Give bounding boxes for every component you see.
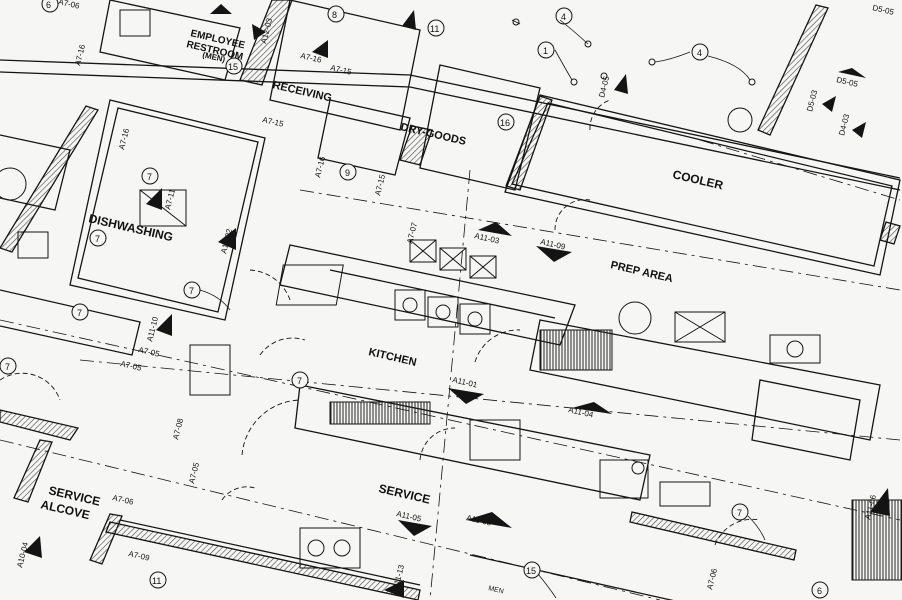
reference-codes: A7-06 A12-03 A7-16 A7-15 A7-15 A7-16 D5-… — [15, 0, 895, 595]
ref-code: A7-16 — [313, 155, 327, 178]
ref-code: A7-15 — [330, 63, 353, 77]
ref-code: D4-03 — [837, 113, 851, 137]
ref-code: A7-06 — [58, 0, 81, 11]
equipment-tag: 8 — [332, 10, 337, 20]
equipment-tag: 7 — [5, 362, 10, 372]
ref-code: D5-05 — [872, 3, 896, 17]
leader-lines — [199, 19, 766, 599]
room-labels: EMPLOYEE RESTROOM (MEN) RECEIVING DRY-GO… — [39, 28, 724, 522]
ref-code: A7-05 — [120, 359, 143, 373]
ref-code: A7-15 — [262, 115, 285, 129]
outlet-dots — [512, 18, 756, 86]
room-label-service: SERVICE — [377, 481, 431, 506]
ref-code: A11-01 — [452, 375, 479, 390]
ref-code: A7-06 — [112, 493, 135, 507]
dimension-lines — [0, 139, 901, 600]
equipment-tag: 15 — [526, 566, 536, 576]
room-label-prep-area: PREP AREA — [609, 259, 674, 285]
equipment-tags — [0, 0, 829, 599]
ref-code: A7-07 — [405, 221, 419, 244]
ref-code: D5-03 — [805, 89, 819, 113]
equipment-tag: 7 — [95, 234, 100, 244]
equipment-tag: 1 — [543, 46, 548, 56]
equipment-tag: 7 — [737, 508, 742, 518]
ref-code: D5-05 — [836, 75, 860, 89]
ref-code: A7-05 — [187, 461, 201, 484]
ref-code: A10-04 — [15, 541, 30, 569]
ref-code: A7-16 — [117, 127, 131, 150]
equipment-tag: 7 — [189, 286, 194, 296]
ref-code: A11-03 — [474, 231, 501, 246]
room-label-cooler: COOLER — [671, 167, 724, 192]
equipment-tag: 11 — [430, 24, 439, 34]
equipment-tag-numbers: 6 8 11 4 1 4 15 16 9 7 7 7 7 7 7 7 11 15… — [5, 0, 822, 596]
room-label-kitchen: KITCHEN — [367, 346, 417, 369]
ref-code: A7-09 — [128, 549, 151, 563]
sink-row — [409, 239, 497, 279]
equipment-tag: 11 — [152, 576, 161, 586]
equipment-tag: 6 — [817, 586, 822, 596]
equipment-tag: 6 — [46, 0, 51, 10]
equipment-tag: 4 — [561, 12, 566, 22]
equipment-tag: 9 — [345, 168, 350, 178]
ref-code: MEN — [488, 585, 505, 595]
ref-code: A7-15 — [373, 173, 387, 196]
ref-code: A7-06 — [705, 567, 719, 590]
equipment-tag: 16 — [500, 118, 510, 128]
equipment-tag: 7 — [297, 376, 302, 386]
ref-code: A7-08 — [171, 417, 185, 440]
section-markers — [24, 4, 890, 598]
equipment-tag: 7 — [147, 172, 152, 182]
range-burners — [394, 289, 491, 335]
equipment-tag: 7 — [77, 308, 82, 318]
equipment-tag: 15 — [228, 62, 238, 72]
kitchen-equipment — [0, 9, 902, 581]
ref-code: D4-05 — [597, 75, 611, 99]
door-swings — [0, 99, 761, 546]
ref-code: A7-11 — [163, 188, 177, 211]
equipment-tag: 4 — [697, 48, 702, 58]
ref-code: A7-05 — [138, 345, 161, 359]
